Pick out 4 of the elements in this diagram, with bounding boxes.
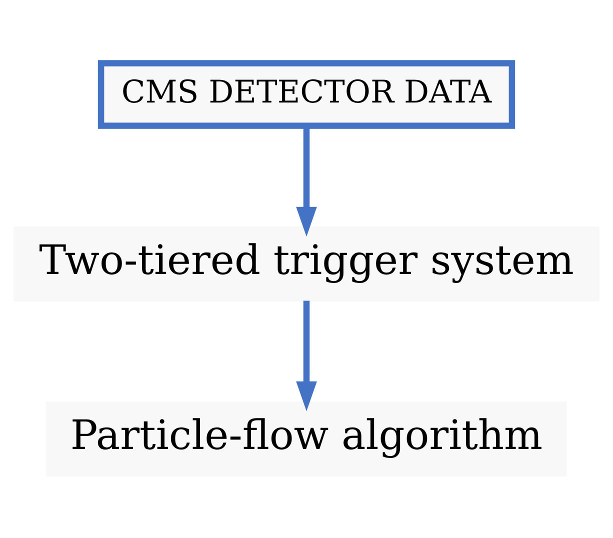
node-box: Particle-flow algorithm <box>46 401 567 476</box>
arrow <box>296 300 317 411</box>
node-box: CMS DETECTOR DATA <box>98 60 516 128</box>
node-box: Two-tiered trigger system <box>14 226 600 302</box>
